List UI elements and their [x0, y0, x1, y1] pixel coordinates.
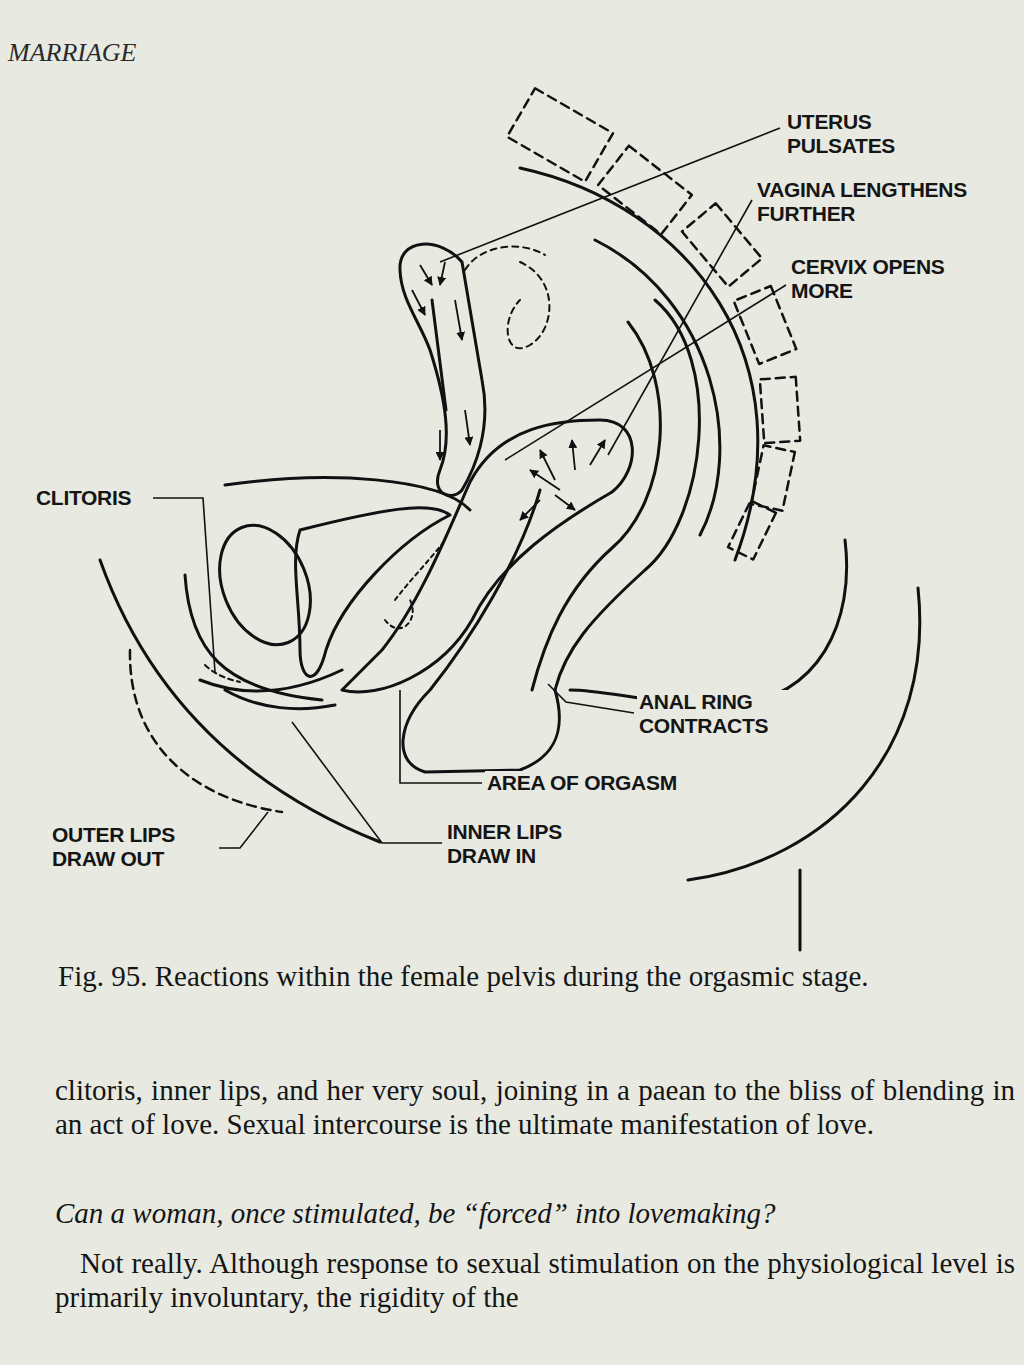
body-text: clitoris, inner lips, and her very soul,… [55, 1073, 1015, 1141]
figure-label: OUTER LIPS DRAW OUT [50, 823, 219, 871]
running-header: MARRIAGE [8, 38, 137, 68]
figure-label: AREA OF ORGASM [485, 771, 729, 795]
figure-label: ANAL RING CONTRACTS [637, 690, 811, 738]
figure-label: INNER LIPS DRAW IN [445, 820, 614, 868]
question-heading: Can a woman, once stimulated, be “forced… [55, 1196, 1015, 1230]
figure-label: CLITORIS [34, 486, 153, 510]
body-text: Not really. Although response to sexual … [55, 1246, 1015, 1314]
figure-label: UTERUS PULSATES [785, 110, 939, 158]
figure-label: CERVIX OPENS MORE [789, 255, 963, 303]
figure-caption: Fig. 95. Reactions within the female pel… [58, 958, 1008, 994]
figure-label: VAGINA LENGTHENS FURTHER [755, 178, 989, 226]
